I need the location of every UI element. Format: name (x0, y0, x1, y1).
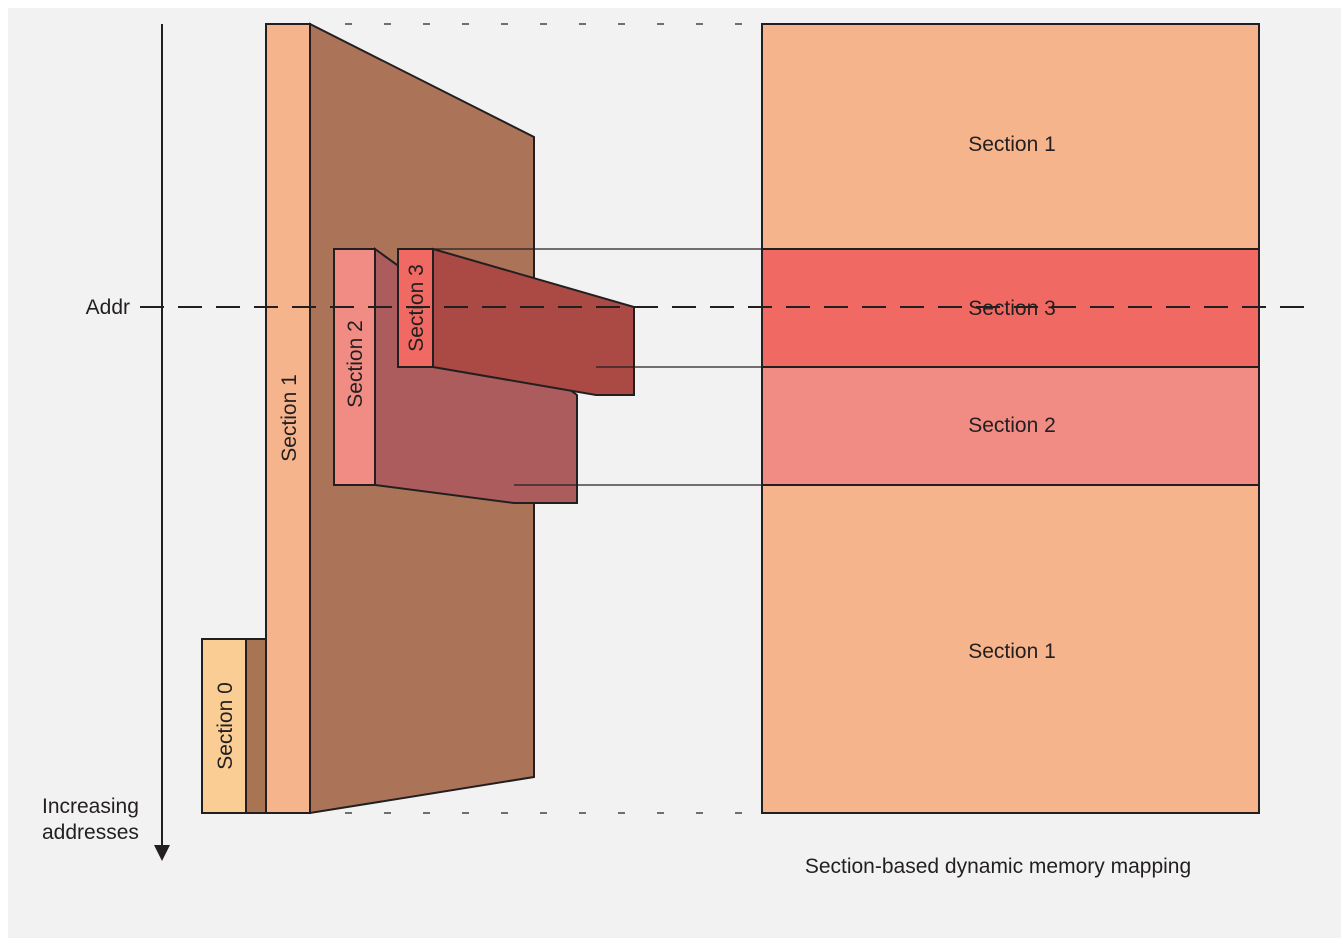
map-section2 (761, 366, 1260, 486)
addr-label: Addr (86, 296, 130, 319)
map-section1-top-label: Section 1 (968, 133, 1056, 156)
section0-panel (245, 638, 267, 814)
increasing-label: Increasing (42, 795, 139, 818)
section1-strip-label: Section 1 (278, 374, 301, 462)
map-section1-top (761, 23, 1260, 250)
section1-strip (265, 23, 311, 814)
map-section1-bottom-label: Section 1 (968, 640, 1056, 663)
section0-label: Section 0 (214, 682, 237, 770)
map-section2-label: Section 2 (968, 414, 1056, 437)
section0-block (201, 638, 247, 814)
map-section3-label: Section 3 (968, 297, 1056, 320)
axis-arrowhead-icon (154, 845, 170, 861)
section2-strip-label: Section 2 (344, 320, 367, 408)
section2-strip (333, 248, 376, 486)
addresses-label: addresses (42, 821, 139, 844)
section3-strip-label: Section 3 (405, 264, 428, 352)
diagram-caption: Section-based dynamic memory mapping (805, 855, 1191, 878)
map-section1-bottom (761, 484, 1260, 814)
